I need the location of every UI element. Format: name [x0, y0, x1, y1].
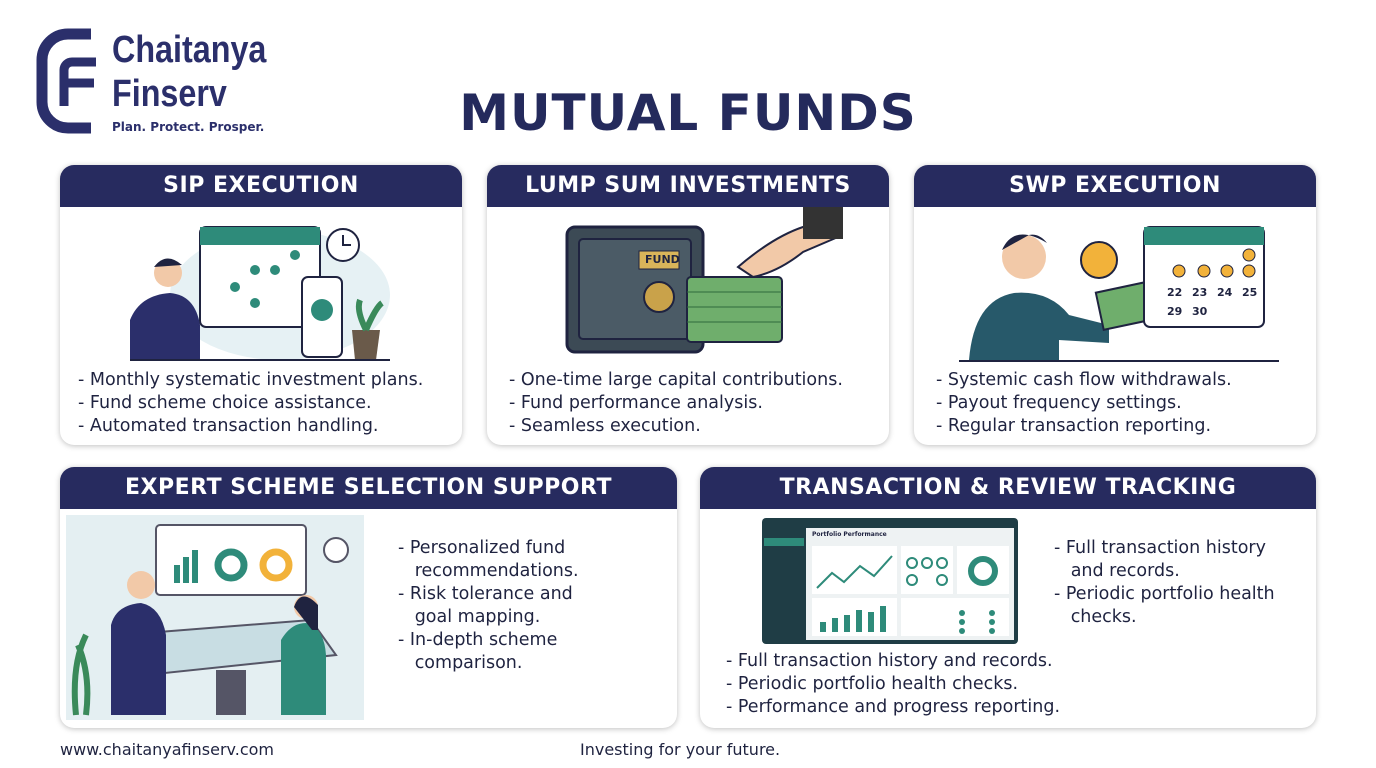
- calendar-date: 22: [1167, 286, 1183, 299]
- bullet: - One-time large capital contributions.: [509, 370, 843, 390]
- dashboard-title: Portfolio Performance: [812, 531, 887, 538]
- brand-name-line1: Chaitanya: [112, 29, 267, 71]
- meeting-illustration: [66, 515, 364, 720]
- bullet: recommendations.: [398, 561, 579, 581]
- bullet: - Full transaction history and records.: [726, 651, 1053, 671]
- card-lump-sum: LUMP SUM INVESTMENTS FUND - One-time lar…: [487, 165, 889, 445]
- calendar-date: 23: [1192, 286, 1208, 299]
- bullet: - Performance and progress reporting.: [726, 697, 1061, 717]
- bullet: - Personalized fund: [398, 538, 566, 558]
- bullet: - Payout frequency settings.: [936, 393, 1182, 413]
- bullet: - Fund performance analysis.: [509, 393, 763, 413]
- calendar-date: 25: [1242, 286, 1258, 299]
- bullet: - Periodic portfolio health: [1054, 584, 1275, 604]
- bullet: - Automated transaction handling.: [78, 416, 379, 436]
- bullet: - Seamless execution.: [509, 416, 701, 436]
- sip-calendar-illustration: [130, 226, 390, 361]
- card-swp-execution: SWP EXECUTION 22 23 24 25 29 30 - System…: [914, 165, 1316, 445]
- brand-tagline: Plan. Protect. Prosper.: [112, 120, 265, 134]
- calendar-date: 24: [1217, 286, 1233, 299]
- brand-name-line2: Finserv: [112, 73, 227, 115]
- page-title: MUTUAL FUNDS: [459, 84, 917, 142]
- card-heading: LUMP SUM INVESTMENTS: [487, 165, 889, 207]
- swp-person-illustration: [959, 226, 1279, 362]
- bullet: - Systemic cash flow withdrawals.: [936, 370, 1232, 390]
- logo-mark-icon: [36, 28, 96, 134]
- safe-label: FUND: [645, 253, 680, 266]
- dashboard-illustration: [762, 518, 1018, 644]
- bullet: checks.: [1054, 607, 1137, 627]
- calendar-date: 30: [1192, 305, 1208, 318]
- bullet: - Fund scheme choice assistance.: [78, 393, 372, 413]
- safe-with-cash-illustration: [565, 207, 843, 354]
- bullet: goal mapping.: [398, 607, 541, 627]
- calendar-dates: 22 23 24 25 29 30: [1167, 286, 1267, 318]
- card-heading: SWP EXECUTION: [914, 165, 1316, 207]
- expert-bullets: - Personalized fund recommendations. - R…: [398, 537, 579, 675]
- tracking-side-bullets: - Full transaction history and records. …: [1054, 537, 1275, 629]
- bullet: and records.: [1054, 561, 1180, 581]
- card-heading: EXPERT SCHEME SELECTION SUPPORT: [60, 467, 677, 509]
- bullet: - Periodic portfolio health checks.: [726, 674, 1019, 694]
- footer-slogan: Investing for your future.: [580, 740, 781, 759]
- lump-sum-bullets: - One-time large capital contributions. …: [509, 369, 843, 438]
- bullet: comparison.: [398, 653, 523, 673]
- card-heading: TRANSACTION & REVIEW TRACKING: [700, 467, 1316, 509]
- bullet: - Risk tolerance and: [398, 584, 573, 604]
- footer-website[interactable]: www.chaitanyafinserv.com: [60, 740, 275, 759]
- bullet: - Monthly systematic investment plans.: [78, 370, 424, 390]
- calendar-date: 29: [1167, 305, 1183, 318]
- bullet: - Regular transaction reporting.: [936, 416, 1212, 436]
- card-expert-scheme-selection: EXPERT SCHEME SELECTION SUPPORT - Person…: [60, 467, 677, 728]
- bullet: - In-depth scheme: [398, 630, 558, 650]
- tracking-bullets: - Full transaction history and records. …: [726, 650, 1060, 719]
- swp-bullets: - Systemic cash flow withdrawals. - Payo…: [936, 369, 1232, 438]
- card-transaction-review-tracking: TRANSACTION & REVIEW TRACKING Portfolio …: [700, 467, 1316, 728]
- card-sip-execution: SIP EXECUTION - Monthly systematic inves…: [60, 165, 462, 445]
- sip-bullets: - Monthly systematic investment plans. -…: [78, 369, 423, 438]
- card-heading: SIP EXECUTION: [60, 165, 462, 207]
- bullet: - Full transaction history: [1054, 538, 1266, 558]
